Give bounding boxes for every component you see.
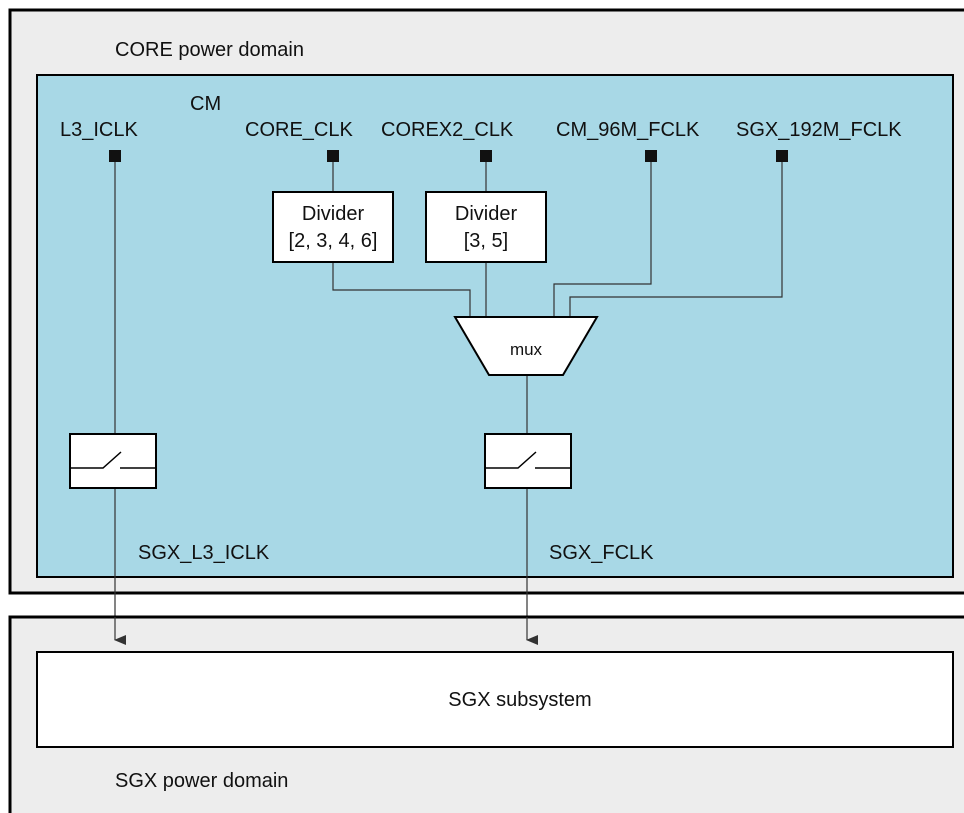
clock-label-core-clk: CORE_CLK — [245, 119, 353, 141]
clock-label-cm-96m-fclk: CM_96M_FCLK — [556, 119, 700, 141]
clock-pin — [480, 150, 492, 162]
mux-label: mux — [510, 340, 543, 359]
divider-title: Divider — [302, 203, 365, 225]
clock-pin — [645, 150, 657, 162]
output-label-sgx-l3-iclk: SGX_L3_ICLK — [138, 542, 270, 564]
sgx-subsystem-box — [36, 651, 954, 748]
clock-gate-switch — [69, 433, 157, 489]
clock-label-corex2-clk: COREX2_CLK — [381, 119, 514, 141]
clock-pin — [109, 150, 121, 162]
sgx-subsystem-label: SGX subsystem — [448, 689, 591, 711]
clock-gate-switch — [484, 433, 572, 489]
mux-shape — [453, 316, 599, 376]
divider-values: [2, 3, 4, 6] — [289, 230, 378, 252]
divider-title: Divider — [455, 203, 518, 225]
divider-box — [272, 191, 394, 263]
clock-label-l3-iclk: L3_ICLK — [60, 119, 138, 141]
arrow-tips — [114, 617, 538, 645]
clock-label-sgx-192m-fclk: SGX_192M_FCLK — [736, 119, 902, 141]
divider-box — [425, 191, 547, 263]
wires — [114, 162, 783, 645]
sgx-domain-title: SGX power domain — [115, 770, 288, 792]
clock-pin — [327, 150, 339, 162]
cm-title: CM — [190, 93, 221, 115]
divider-values: [3, 5] — [464, 230, 508, 252]
clock-pin — [776, 150, 788, 162]
output-label-sgx-fclk: SGX_FCLK — [549, 542, 654, 564]
core-domain-title: CORE power domain — [115, 39, 304, 61]
